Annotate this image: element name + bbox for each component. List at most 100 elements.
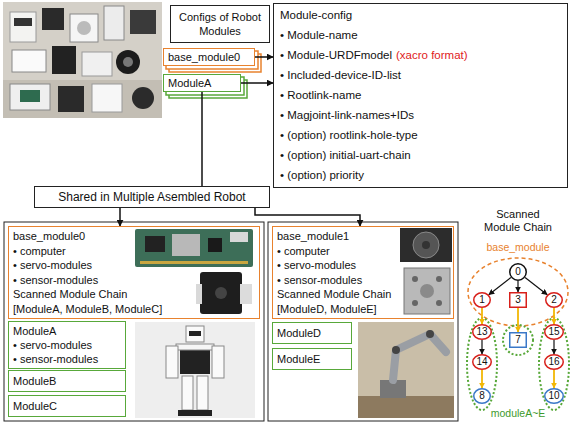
servo-photo bbox=[412, 276, 418, 282]
robot-modules-photo bbox=[92, 84, 122, 112]
text-line: • Included-device-ID-list bbox=[280, 65, 401, 85]
text-line: • (option) rootlink-hole-type bbox=[280, 125, 418, 145]
humanoid-robot-photo bbox=[197, 376, 208, 410]
robot-modules-photo bbox=[10, 84, 50, 110]
node-text: • computer bbox=[277, 245, 330, 257]
node-text: • sensor-modules bbox=[277, 274, 362, 286]
text-line: • sensor-modules bbox=[13, 273, 98, 288]
text-line: Shared in Multiple Asembled Robot bbox=[58, 190, 245, 204]
chain-node: 3 bbox=[509, 292, 527, 308]
base-module-box: base_module1 • computer • servo-modules • s… bbox=[272, 226, 454, 319]
node-outline-shape bbox=[545, 355, 564, 370]
node-outline-shape bbox=[474, 389, 491, 404]
module-box: ModuleA• servo-modules• sensor-modules bbox=[8, 321, 126, 369]
node-text: 8 bbox=[479, 390, 485, 401]
robot-arm-photo bbox=[358, 396, 454, 418]
robot-modules-photo bbox=[3, 2, 162, 118]
node-text: base_module1 bbox=[277, 230, 349, 242]
text-line: 3 bbox=[515, 294, 521, 306]
chain-node: 1 bbox=[473, 292, 491, 308]
chain-node: 10 bbox=[544, 388, 564, 404]
node-text: • sensor-modules bbox=[13, 274, 98, 286]
node-text: Scanned Module Chain bbox=[277, 288, 391, 300]
connector bbox=[255, 208, 360, 226]
node-outline-shape bbox=[510, 293, 527, 308]
servo-photo bbox=[196, 272, 252, 314]
connector bbox=[241, 82, 273, 84]
node-text: 1 bbox=[479, 294, 485, 305]
computer-board-photo bbox=[230, 232, 248, 242]
robot-modules-photo bbox=[104, 6, 124, 40]
shared-box: Shared in Multiple Asembled Robot bbox=[34, 186, 270, 208]
text-line: 14 bbox=[476, 356, 487, 368]
connector bbox=[553, 370, 555, 388]
node-outline-shape bbox=[510, 264, 527, 281]
robot-modules-photo bbox=[123, 57, 133, 67]
node-text: • Module-URDFmodel bbox=[280, 49, 392, 61]
node-text: 2 bbox=[551, 294, 557, 305]
robot-modules-photo bbox=[77, 21, 91, 35]
robot-modules-photo bbox=[14, 18, 32, 26]
robot-modules-photo bbox=[130, 10, 156, 34]
node-text: base_module0 bbox=[13, 230, 85, 242]
humanoid-robot-photo bbox=[135, 322, 255, 418]
config-title-box: Configs of Robot Modules bbox=[170, 5, 270, 43]
servo-photo bbox=[215, 287, 227, 299]
module-card: base_module0 bbox=[163, 48, 255, 66]
computer-board-photo bbox=[422, 241, 430, 249]
text-line: Scanned Module Chain bbox=[13, 287, 127, 302]
robot-modules-photo bbox=[70, 14, 98, 42]
computer-board-photo bbox=[400, 228, 452, 262]
robot-modules-photo bbox=[20, 90, 40, 102]
text-line: • (option) priority bbox=[280, 165, 364, 185]
node-text: Configs of Robot Modules bbox=[179, 11, 261, 37]
node-text: • servo-modules bbox=[277, 259, 356, 271]
humanoid-robot-photo bbox=[166, 346, 178, 378]
module-group-outline bbox=[539, 318, 569, 410]
text-line: • Module-URDFmodel(xacro format) bbox=[280, 45, 468, 65]
node-text: ModuleB bbox=[13, 375, 56, 387]
connector bbox=[517, 308, 519, 332]
text-line: 7 bbox=[515, 334, 521, 346]
robot-arm-photo bbox=[392, 346, 400, 354]
humanoid-robot-photo bbox=[182, 376, 193, 410]
humanoid-robot-photo bbox=[189, 331, 201, 336]
text-line: • sensor-modules bbox=[13, 352, 98, 366]
servo-photo bbox=[200, 272, 242, 314]
computer-board-photo bbox=[145, 236, 165, 252]
node-text: • Rootlink-name bbox=[280, 89, 361, 101]
text-line: 8 bbox=[479, 390, 485, 402]
node-outline-shape bbox=[510, 333, 527, 348]
computer-board-photo bbox=[140, 261, 248, 264]
group-label: base_module bbox=[486, 241, 549, 254]
text-line: 15 bbox=[548, 326, 559, 338]
text-line: Scanned Module Chain bbox=[277, 287, 391, 302]
robot-panel bbox=[4, 222, 264, 421]
text-line: • sensor-modules bbox=[277, 273, 362, 288]
module-box: ModuleC bbox=[8, 395, 126, 417]
node-text: ModuleD bbox=[277, 327, 321, 339]
computer-board-photo bbox=[400, 228, 452, 262]
text-line: 2 bbox=[551, 294, 557, 306]
connector bbox=[553, 340, 554, 354]
connector bbox=[119, 208, 121, 226]
module-group-outline bbox=[467, 318, 497, 410]
text-line: base_module0 bbox=[13, 229, 85, 244]
connector bbox=[201, 92, 203, 186]
group-label: Scanned Module Chain bbox=[480, 208, 556, 234]
robot-modules-photo bbox=[58, 86, 84, 112]
module-box: ModuleE bbox=[272, 348, 352, 370]
chain-node: 0 bbox=[509, 263, 527, 281]
servo-photo bbox=[196, 284, 202, 304]
node-text: • (option) initial-uart-chain bbox=[280, 149, 411, 161]
text-line: • Magjoint-link-names+IDs bbox=[280, 105, 414, 125]
node-outline-shape bbox=[473, 355, 492, 370]
text-line: • servo-modules bbox=[13, 258, 92, 273]
node-text: 16 bbox=[548, 356, 559, 367]
robot-arm-photo bbox=[426, 330, 434, 338]
robot-modules-photo bbox=[116, 50, 140, 74]
text-line: Configs of Robot Modules bbox=[175, 10, 265, 38]
robot-modules-photo bbox=[42, 8, 64, 30]
servo-photo bbox=[404, 268, 450, 314]
text-line: • Module-name bbox=[280, 25, 358, 45]
